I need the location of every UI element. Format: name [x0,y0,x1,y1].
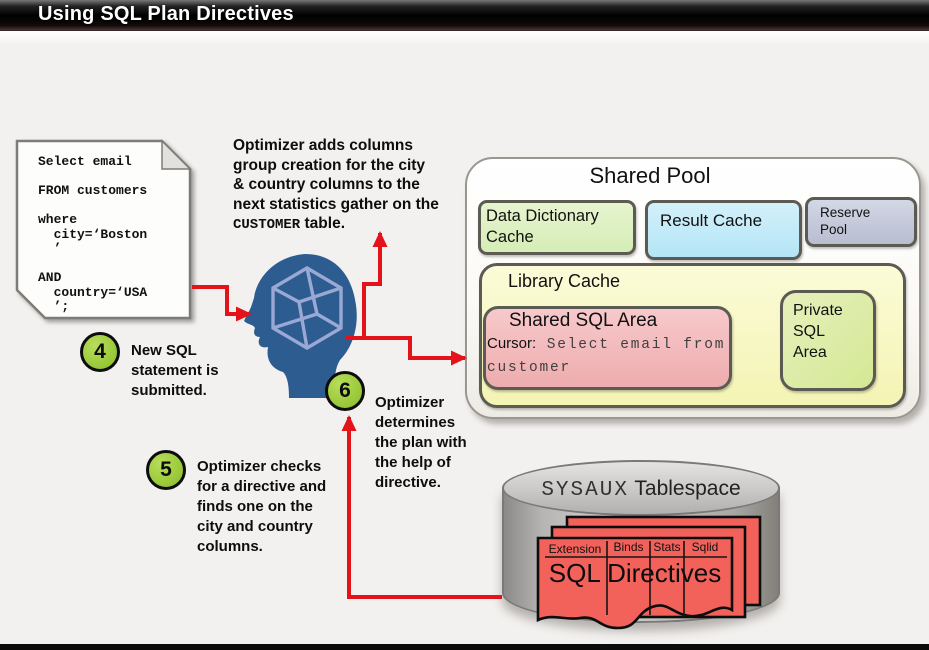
step-4-badge: 4 [80,332,120,372]
arrow-optimizer-to-shared-sql [346,336,467,366]
optimizer-note: Optimizer adds columns group creation fo… [233,136,478,234]
sql-directives-label: SQL Directives [548,558,722,588]
cursor-line: Cursor: Select email from customer [487,333,727,379]
sysaux-tablespace-title: SYSAUX Tablespace [502,477,780,502]
library-cache-title: Library Cache [508,271,621,291]
page-title: Using SQL Plan Directives [38,3,294,25]
title-bar: Using SQL Plan Directives [0,0,929,31]
sql-directive-cards [536,515,762,630]
shared-sql-area-title: Shared SQL Area [509,310,658,331]
sql-statement-box [15,139,192,320]
shared-sql-area-box [483,306,732,390]
slide-footer-strip [0,644,929,650]
step-5-badge: 5 [146,450,186,490]
step-6-text: Optimizer determines the plan with the h… [375,394,467,491]
optimizer-note-table: CUSTOMER [233,217,301,233]
optimizer-note-post: table. [300,215,346,232]
sysaux-cylinder-top [502,460,780,516]
title-divider [0,31,929,43]
result-cache-box: Result Cache [645,200,802,260]
sysaux-name: SYSAUX [541,479,629,502]
cursor-label: Cursor: [487,335,537,352]
sql-box-fold [161,139,192,170]
arrow-optimizer-to-note [362,231,388,338]
step-6-badge: 6 [325,371,365,411]
private-sql-area-box: Private SQL Area [780,290,876,391]
card-grid-lines [545,541,727,617]
shared-pool-title: Shared Pool [589,163,711,188]
step-4-text: New SQL statement is submitted. [131,342,219,399]
card-column-stats: Stats [653,540,681,554]
data-dictionary-cache-box: Data Dictionary Cache [478,200,636,255]
card-column-binds: Binds [613,540,644,554]
optimizer-head-icon [244,254,357,398]
reserve-pool-box: Reserve Pool [805,197,917,247]
optimizer-note-text: Optimizer adds columns group creation fo… [233,137,439,213]
sql-statement-text: Select email FROM customers where city=‘… [38,154,148,314]
tablespace-label: Tablespace [628,477,741,500]
card-column-sqlid: Sqlid [691,540,719,554]
cube-icon [271,266,343,350]
step-5-text: Optimizer checks for a directive and fin… [197,458,327,555]
card-column-extension: Extension [548,542,602,556]
card-stack [536,515,762,630]
cursor-sql-text: Select email from customer [487,337,726,376]
